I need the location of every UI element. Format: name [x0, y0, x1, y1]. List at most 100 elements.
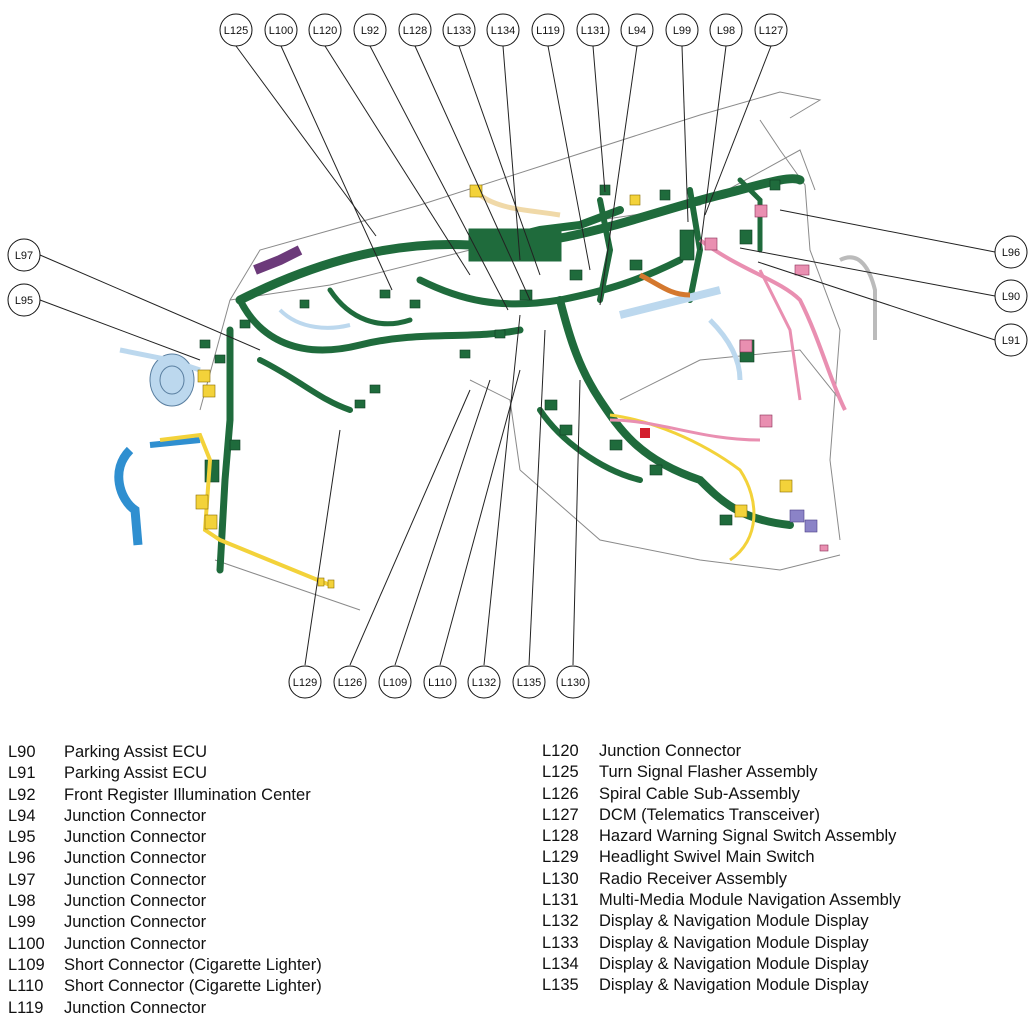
callouts-top: L125 L100 L120 L92 L128 L133 L134 L119 L…	[219, 13, 788, 47]
callout-l98: L98	[709, 13, 743, 47]
svg-text:L129: L129	[293, 677, 317, 689]
legend-name: Multi-Media Module Navigation Assembly	[599, 891, 901, 910]
legend-code: L90	[8, 743, 36, 761]
callout-l100: L100	[264, 13, 298, 47]
legend-row: L97 Junction Connector	[8, 870, 322, 891]
dashboard-outline	[199, 91, 841, 611]
svg-text:L134: L134	[491, 25, 515, 37]
legend-name: Headlight Swivel Main Switch	[599, 848, 815, 867]
legend-name: Junction Connector	[64, 998, 207, 1017]
callout-l119: L119	[531, 13, 565, 47]
svg-text:L130: L130	[561, 677, 585, 689]
svg-text:L110: L110	[428, 677, 452, 689]
callout-l134: L134	[486, 13, 520, 47]
legend-row: L130 Radio Receiver Assembly	[542, 869, 901, 890]
legend-code: L135	[542, 976, 579, 995]
steering-column	[114, 347, 201, 546]
legend-code: L98	[8, 892, 36, 911]
legend-row: L125 Turn Signal Flasher Assembly	[542, 762, 901, 783]
legend-row: L120 Junction Connector	[542, 741, 901, 762]
legend-code: L92	[8, 785, 36, 804]
callout-l125: L125	[219, 13, 253, 47]
legend-name: Turn Signal Flasher Assembly	[599, 763, 818, 782]
callout-l95: L95	[7, 283, 41, 317]
callout-l109: L109	[378, 665, 412, 699]
legend-name: Junction Connector	[64, 828, 207, 847]
pink-wiring	[609, 204, 847, 552]
legend-code: L100	[8, 934, 45, 953]
svg-text:L127: L127	[759, 25, 783, 37]
legend-code: L126	[542, 784, 579, 803]
callout-l110: L110	[423, 665, 457, 699]
callout-l135: L135	[512, 665, 546, 699]
legend-row: L92 Front Register Illumination Center	[8, 785, 322, 806]
legend-code: L131	[542, 891, 579, 910]
legend-name: Radio Receiver Assembly	[599, 869, 787, 888]
legend-name: Junction Connector	[64, 806, 207, 825]
legend-name: Front Register Illumination Center	[64, 785, 311, 804]
callout-l97: L97	[7, 238, 41, 272]
legend-name: Junction Connector	[64, 870, 207, 889]
legend-row: L98 Junction Connector	[8, 891, 322, 912]
svg-text:L100: L100	[269, 25, 293, 37]
svg-text:L99: L99	[673, 25, 691, 37]
callout-l92: L92	[353, 13, 387, 47]
legend-row: L90 Parking Assist ECU	[8, 742, 322, 763]
legend-code: L109	[8, 955, 45, 974]
legend-name: Parking Assist ECU	[64, 743, 208, 761]
legend-name: Junction Connector	[64, 892, 207, 911]
svg-text:L132: L132	[472, 677, 496, 689]
legend-code: L128	[542, 827, 579, 846]
legend-row: L135 Display & Navigation Module Display	[542, 975, 901, 996]
legend-row: L128 Hazard Warning Signal Switch Assembl…	[542, 826, 901, 847]
legend-name: Hazard Warning Signal Switch Assembly	[599, 827, 897, 846]
legend-name: Junction Connector	[64, 934, 207, 953]
legend-code: L127	[542, 805, 579, 824]
legend-code: L110	[8, 977, 44, 996]
svg-text:L96: L96	[1002, 247, 1020, 259]
legend-code: L120	[542, 742, 579, 760]
legend-name: Short Connector (Cigarette Lighter)	[64, 955, 322, 974]
legend-row: L109 Short Connector (Cigarette Lighter)	[8, 955, 322, 976]
svg-text:L98: L98	[717, 25, 735, 37]
legend-name: Display & Navigation Module Display	[599, 976, 869, 995]
callouts-left: L97 L95	[7, 238, 41, 317]
callout-l91: L91	[994, 323, 1028, 357]
callout-l132: L132	[467, 665, 501, 699]
callout-l94: L94	[620, 13, 654, 47]
legend-right-column: L120 Junction Connector L125 Turn Signal F…	[542, 741, 901, 997]
callout-l120: L120	[308, 13, 342, 47]
legend-code: L133	[542, 933, 579, 952]
svg-text:L90: L90	[1002, 291, 1020, 303]
callout-l96: L96	[994, 235, 1028, 269]
legend-code: L130	[542, 869, 579, 888]
svg-text:L109: L109	[383, 677, 407, 689]
legend-name: Parking Assist ECU	[64, 764, 208, 783]
legend-name: DCM (Telematics Transceiver)	[599, 805, 820, 824]
legend-code: L125	[542, 763, 579, 782]
legend-name: Short Connector (Cigarette Lighter)	[64, 977, 322, 996]
callout-l126: L126	[333, 665, 367, 699]
legend-row: L127 DCM (Telematics Transceiver)	[542, 805, 901, 826]
callout-l129: L129	[288, 665, 322, 699]
svg-text:L91: L91	[1002, 335, 1020, 347]
callout-l131: L131	[576, 13, 610, 47]
legend-name: Junction Connector	[599, 742, 742, 760]
svg-text:L125: L125	[224, 25, 248, 37]
legend-code: L96	[8, 849, 36, 868]
svg-text:L95: L95	[15, 295, 33, 307]
callouts-right: L96 L90 L91	[994, 235, 1028, 357]
legend-code: L132	[542, 912, 579, 931]
callouts-bottom: L129 L126 L109 L110 L132 L135 L130	[288, 665, 590, 699]
main-harness	[216, 174, 805, 574]
svg-text:L133: L133	[447, 25, 471, 37]
legend-code: L97	[8, 870, 36, 889]
